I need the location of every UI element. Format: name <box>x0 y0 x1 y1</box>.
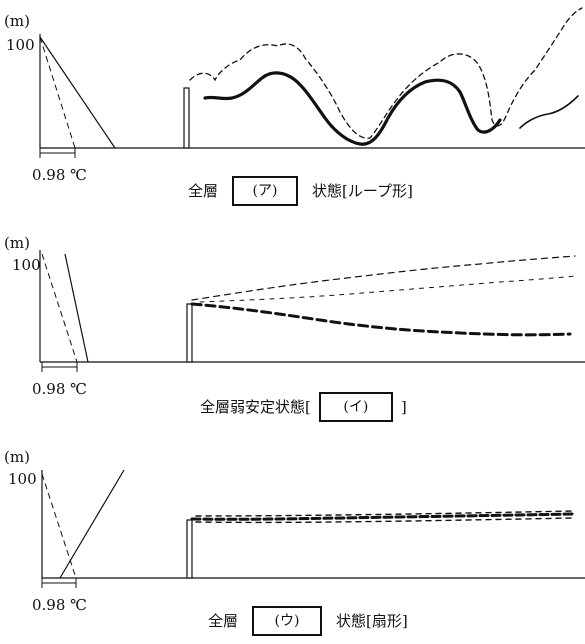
caption: 全層 (ウ) 状態[扇形] <box>208 606 408 636</box>
dry-adiabatic-line <box>41 473 77 579</box>
temp-label: 0.98 ℃ <box>32 166 87 184</box>
temperature-profile-line <box>64 253 89 363</box>
caption-suffix: ] <box>400 397 407 416</box>
chimney-stack <box>186 303 193 363</box>
answer-box[interactable]: (イ) <box>318 392 393 422</box>
caption: 全層 (ア) 状態[ループ形] <box>188 176 413 206</box>
unit-label: (m) <box>4 234 30 252</box>
caption-suffix: 状態[扇形] <box>336 611 408 630</box>
chimney-stack <box>186 519 193 579</box>
temperature-profile-line <box>39 36 116 149</box>
panel-fanning: (m) 100 0.98 ℃ 全層 (ウ) 状態[扇形] <box>0 430 585 644</box>
panel-coning: (m) 100 0.98 ℃ 全層弱安定状態[ (イ) ] <box>0 214 585 424</box>
looping-plume <box>189 7 583 146</box>
answer-box[interactable]: (ウ) <box>252 606 323 636</box>
dry-adiabatic-line <box>39 36 76 149</box>
caption-prefix: 全層 <box>208 611 239 630</box>
answer-box[interactable]: (ア) <box>232 176 299 206</box>
unit-label: (m) <box>4 12 30 30</box>
coning-diagram <box>39 250 585 372</box>
panel-looping: (m) 100 0.98 ℃ 全層 (ア) 状態[ループ形] <box>0 0 585 210</box>
temp-label: 0.98 ℃ <box>32 596 87 614</box>
y-tick-label: 100 <box>6 36 35 54</box>
temp-label: 0.98 ℃ <box>32 380 87 398</box>
coning-plume <box>190 255 576 337</box>
unit-label: (m) <box>4 448 30 466</box>
caption-prefix: 全層弱安定状態[ <box>200 397 311 416</box>
fanning-plume <box>190 510 574 524</box>
y-tick-label: 100 <box>8 470 37 488</box>
caption: 全層弱安定状態[ (イ) ] <box>200 392 407 422</box>
temperature-profile-line <box>59 469 125 579</box>
caption-suffix: 状態[ループ形] <box>312 181 413 200</box>
looping-diagram <box>39 7 585 158</box>
caption-prefix: 全層 <box>188 181 219 200</box>
y-tick-label: 100 <box>12 256 41 274</box>
fanning-diagram <box>41 469 585 588</box>
chimney-stack <box>183 87 190 149</box>
dry-adiabatic-line <box>41 253 78 363</box>
